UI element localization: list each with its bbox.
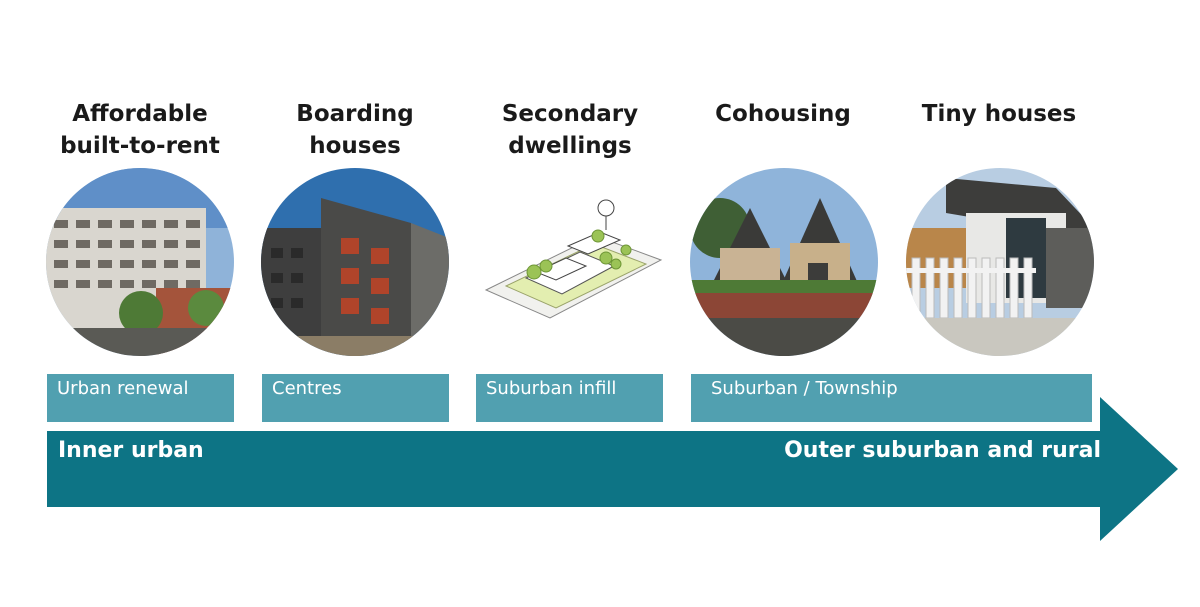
arrow-start-label: Inner urban — [58, 438, 204, 463]
tiny-house-photo — [906, 168, 1094, 356]
arrow-end-label: Outer suburban and rural — [784, 438, 1101, 463]
gabled-houses-photo — [690, 168, 878, 356]
title-line: houses — [309, 133, 401, 159]
band-suburban-township: Suburban / Township — [691, 374, 1092, 422]
title-line: dwellings — [508, 133, 632, 159]
title-line: Tiny houses — [921, 101, 1077, 127]
band-suburban-infill: Suburban infill — [476, 374, 663, 422]
arrow-shape — [47, 397, 1178, 541]
title-secondary-dwellings: Secondary dwellings — [470, 98, 670, 162]
title-cohousing: Cohousing — [683, 98, 883, 130]
site-plan-sketch — [484, 199, 663, 319]
band-centres: Centres — [262, 374, 449, 422]
title-tiny-houses: Tiny houses — [899, 98, 1099, 130]
title-line: Secondary — [501, 101, 639, 127]
title-line: Affordable — [72, 101, 208, 127]
title-line: Cohousing — [715, 101, 851, 127]
title-line: built-to-rent — [60, 133, 220, 159]
title-boarding-houses: Boarding houses — [255, 98, 455, 162]
band-urban-renewal: Urban renewal — [47, 374, 234, 422]
title-line: Boarding — [296, 101, 414, 127]
title-affordable-built-to-rent: Affordable built-to-rent — [40, 98, 240, 162]
